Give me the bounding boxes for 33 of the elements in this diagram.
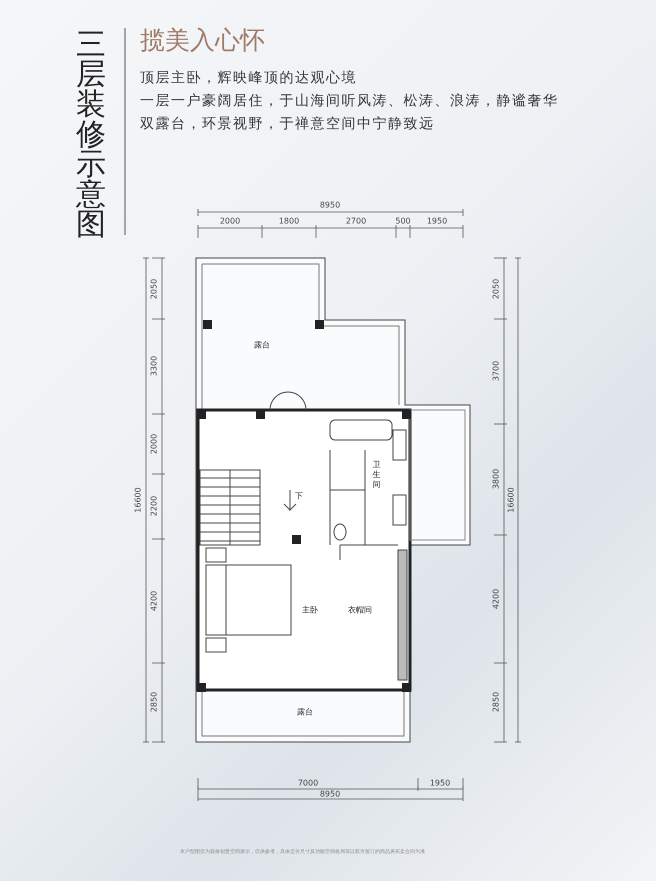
- dimension-label: 500: [395, 216, 411, 226]
- dimension-label: 8950: [320, 790, 340, 798]
- dimension-label: 4200: [150, 590, 158, 612]
- dimension-label: 16600: [506, 487, 516, 513]
- dimension-label: 2200: [150, 496, 158, 516]
- room-label: 衣帽间: [348, 604, 372, 616]
- description-line: 一层一户豪阔居住，于山海间听风涛、松涛、浪涛，静谧奢华: [140, 92, 558, 110]
- room-label: 主卧: [302, 604, 318, 616]
- dimension-label: 8950: [320, 200, 340, 210]
- dimension-label: 3300: [150, 356, 158, 376]
- dimension-label: 2000: [220, 216, 240, 226]
- room-label: 卫生间: [372, 460, 382, 490]
- section-heading: 揽美入心怀: [140, 24, 265, 56]
- room-label: 露台: [297, 706, 313, 718]
- dimension-label: 16600: [134, 487, 142, 513]
- dimension-label: 3700: [492, 360, 500, 382]
- dimension-label: 4200: [492, 588, 500, 610]
- dimension-label: 2000: [150, 434, 158, 454]
- dimension-label: 1800: [278, 216, 300, 226]
- dimension-label: 3800: [492, 468, 500, 490]
- room-label: 露台: [254, 340, 270, 350]
- dimension-label: 2850: [150, 692, 158, 712]
- dimension-label: 7000: [298, 778, 318, 788]
- page-title: 三层装修示意图: [76, 30, 107, 240]
- dimension-label: 1950: [426, 216, 448, 226]
- description-line: 顶层主卧，辉映峰顶的达观心境: [140, 69, 357, 87]
- dimension-label: 2050: [150, 278, 158, 300]
- dimension-label: 2850: [492, 692, 500, 712]
- dimension-label: 2700: [346, 216, 366, 226]
- description-line: 双露台，环景视野，于禅意空间中宁静致远: [140, 115, 434, 133]
- dimension-label: 1950: [430, 778, 450, 788]
- stair-direction-label: 下: [295, 490, 303, 502]
- dimension-label: 2050: [492, 278, 500, 300]
